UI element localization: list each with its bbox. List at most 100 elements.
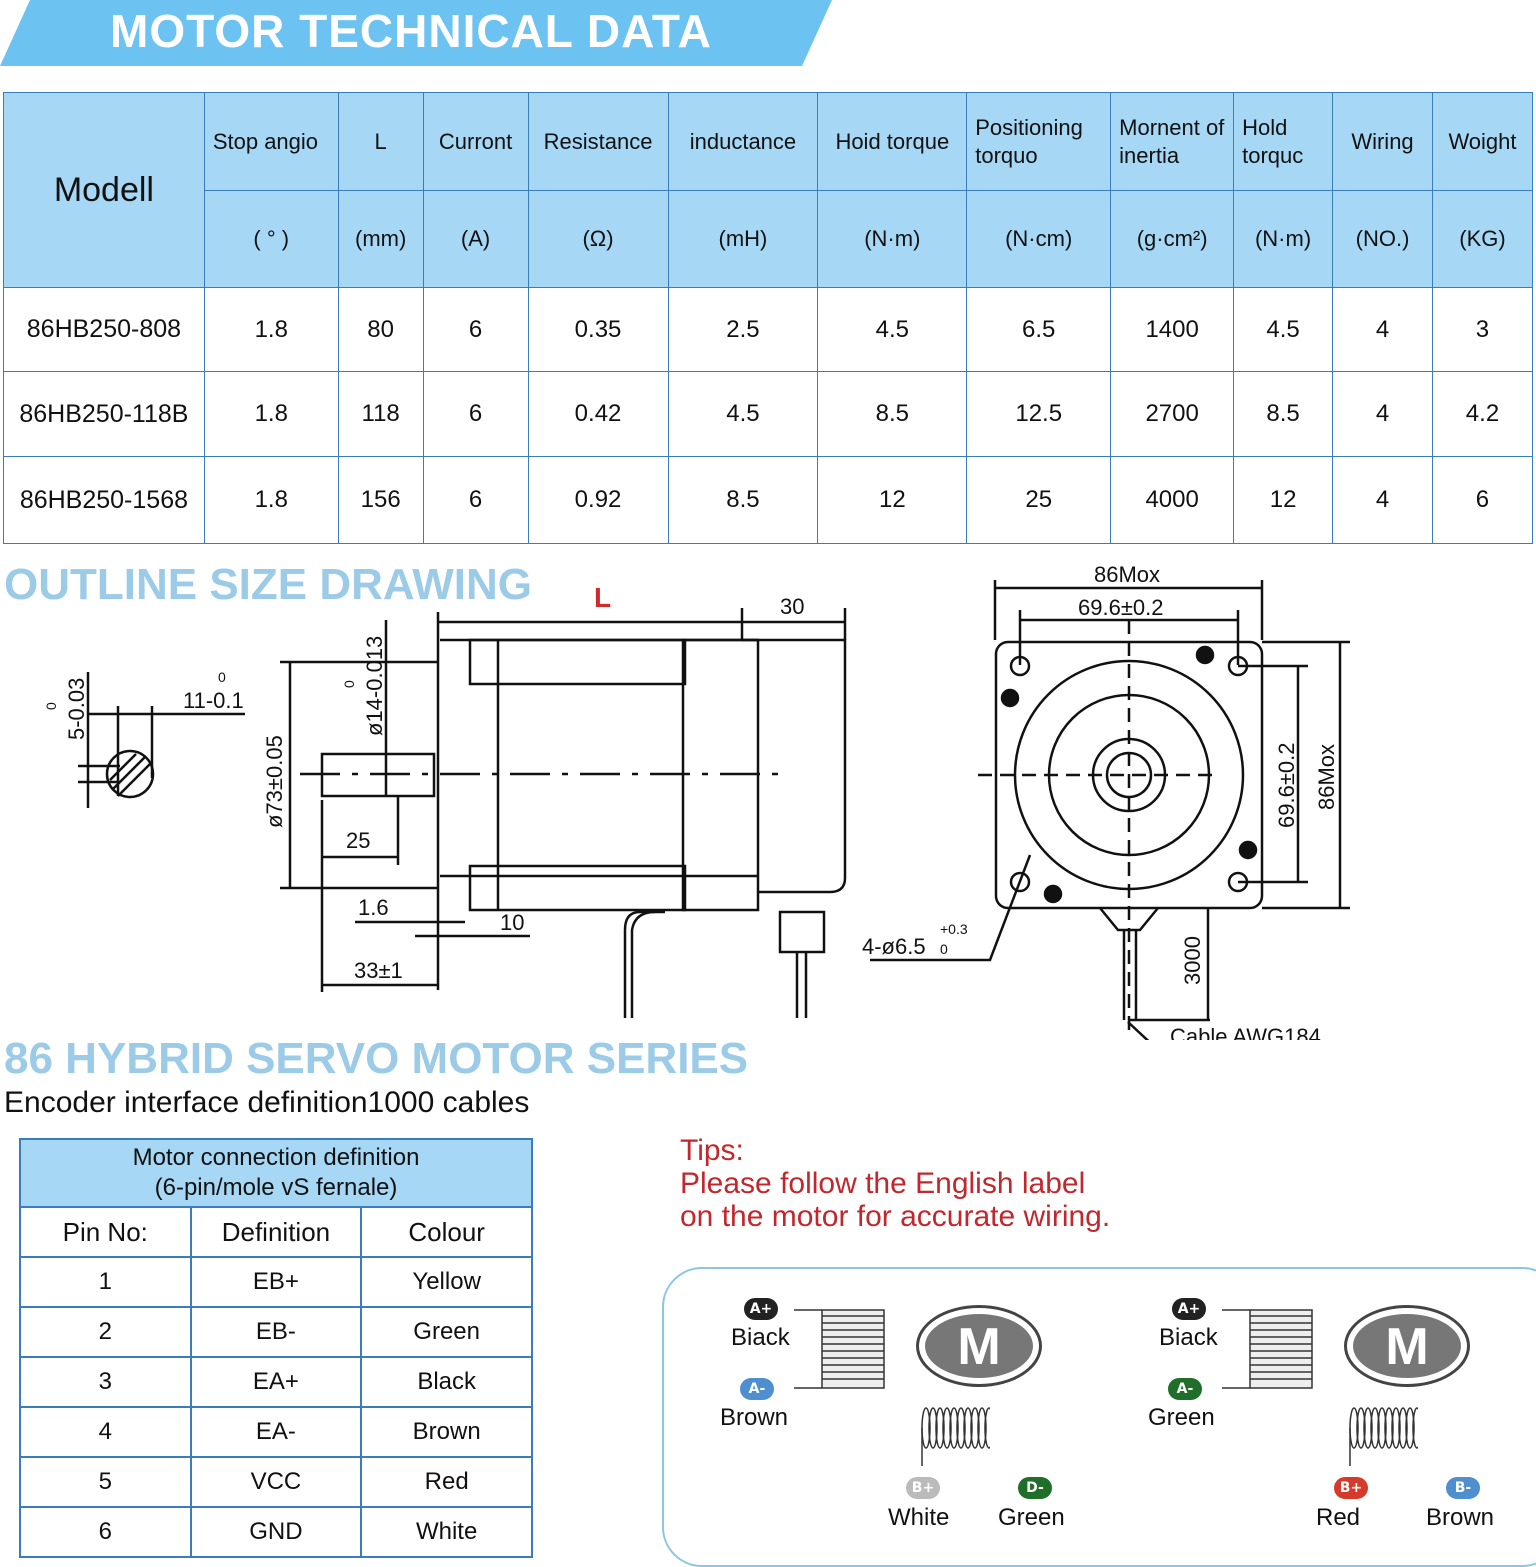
- wire-color-label: Green: [1148, 1404, 1215, 1431]
- unit: (N·m): [1233, 190, 1334, 288]
- col-header: inductance: [667, 92, 819, 191]
- front-view: [870, 580, 1350, 1040]
- value-cell: 2.5: [667, 287, 819, 372]
- spec-header-row: Modell Stop angio L Curront Resistance i…: [3, 92, 1534, 288]
- col-header: L: [337, 92, 424, 191]
- motor-icon: M: [916, 1305, 1042, 1387]
- dim-key-width-tol: 0: [43, 702, 59, 710]
- value-cell: 4: [1332, 287, 1433, 372]
- value-cell: 2700: [1110, 371, 1235, 457]
- pin-cell: EB+: [189, 1256, 363, 1308]
- value-cell: 1.8: [203, 456, 339, 544]
- col-header: Mornent of inertia: [1110, 92, 1235, 191]
- dim-step: 1.6: [358, 895, 389, 920]
- title-banner: [0, 0, 832, 66]
- spec-units-row: ( ° ) (mm) (A) (Ω) (mH) (N·m) (N·cm) (g·…: [4, 190, 1534, 288]
- value-cell: 3: [1431, 287, 1534, 372]
- value-cell: 156: [337, 456, 424, 544]
- value-cell: 25: [966, 456, 1112, 544]
- dim-shaft-dia-tol: 0: [341, 680, 357, 688]
- unit: ( ° ): [203, 190, 339, 288]
- unit: (g·cm²): [1110, 190, 1235, 288]
- col-header: Curront: [422, 92, 529, 191]
- model-cell: 86HB250-1568: [3, 456, 205, 544]
- pin-cell: 6: [19, 1506, 192, 1558]
- col-header: Woight: [1431, 92, 1534, 191]
- series-subtitle: Encoder interface definition1000 cables: [4, 1086, 530, 1119]
- value-cell: 8.5: [667, 456, 819, 544]
- terminal-badge: D-: [1018, 1477, 1052, 1499]
- model-header: Modell: [3, 92, 205, 288]
- value-cell: 6: [422, 371, 529, 457]
- col-header: Hold torquc: [1233, 92, 1334, 191]
- pin-cell: EA-: [189, 1406, 363, 1458]
- value-cell: 0.42: [527, 371, 669, 457]
- unit: (N·m): [817, 190, 968, 288]
- side-view: [280, 608, 847, 1018]
- wire-color-label: Biack: [1159, 1324, 1218, 1351]
- col-header: Definition: [189, 1206, 363, 1258]
- value-cell: 4000: [1110, 456, 1235, 544]
- terminal-badge: B-: [1446, 1477, 1480, 1499]
- dim-key-depth-tol: 0: [218, 669, 226, 685]
- caption-line: Motor connection definition: [132, 1144, 420, 1171]
- pin-table: Motor connection definition (6-pin/mole v…: [19, 1138, 533, 1558]
- value-cell: 8.5: [817, 371, 968, 457]
- col-header: Positioning torquo: [966, 92, 1112, 191]
- unit: (KG): [1431, 190, 1534, 288]
- pin-cell: GND: [189, 1506, 363, 1558]
- pin-cell: 3: [19, 1356, 192, 1408]
- outline-drawing: 11-0.1 0 5-0.03 0 ø73±0.05 ø14-0.013 0 2…: [43, 562, 1350, 1040]
- dim-cable-len: 3000: [1180, 936, 1205, 985]
- pin-cell: Red: [360, 1456, 533, 1508]
- terminal-badge: B+: [906, 1477, 940, 1499]
- pin-cell: White: [360, 1506, 533, 1558]
- pin-cell: Black: [360, 1356, 533, 1408]
- terminal-badge: B+: [1334, 1477, 1368, 1499]
- unit: (NO.): [1332, 190, 1433, 288]
- pin-cell: 5: [19, 1456, 192, 1508]
- dim-key-depth: 11-0.1: [183, 688, 244, 713]
- dim-holes: 4-ø6.5: [862, 934, 926, 959]
- wire-color-label: White: [888, 1504, 950, 1531]
- pin-cell: Yellow: [360, 1256, 533, 1308]
- wire-color-label: Brown: [1426, 1504, 1495, 1531]
- value-cell: 0.35: [527, 287, 669, 372]
- value-cell: 4.2: [1431, 371, 1534, 457]
- length-label: L: [594, 582, 612, 613]
- col-header: Colour: [360, 1206, 533, 1258]
- terminal-badge: A+: [744, 1298, 778, 1320]
- dim-key-width: 5-0.03: [64, 678, 89, 740]
- dim-width-max: 86Mox: [1094, 562, 1160, 587]
- dim-shaft-len: 25: [346, 828, 370, 853]
- col-header: Hoid torque: [817, 92, 968, 191]
- value-cell: 12: [817, 456, 968, 544]
- dim-holes-tol-bot: 0: [940, 941, 948, 957]
- col-header: Wiring: [1332, 92, 1433, 191]
- pin-cell: EA+: [189, 1356, 363, 1408]
- value-cell: 1400: [1110, 287, 1235, 372]
- dim-height-max: 86Mox: [1314, 744, 1339, 810]
- dimension-labels: 11-0.1 0 5-0.03 0 ø73±0.05 ø14-0.013 0 2…: [43, 562, 1339, 1040]
- dim-front-len: 30: [780, 594, 804, 619]
- value-cell: 12: [1233, 456, 1334, 544]
- value-cell: 1.8: [203, 287, 339, 372]
- series-title: 86 HYBRID SERVO MOTOR SERIES: [4, 1034, 749, 1083]
- page-title: MOTOR TECHNICAL DATA: [110, 5, 712, 57]
- caption-line: (6-pin/mole vS fernale): [154, 1174, 398, 1201]
- value-cell: 4.5: [1233, 287, 1334, 372]
- value-cell: 12.5: [966, 371, 1112, 457]
- dim-hole-spacing-v: 69.6±0.2: [1274, 743, 1299, 828]
- value-cell: 80: [337, 287, 424, 372]
- unit: (A): [422, 190, 529, 288]
- value-cell: 6: [422, 287, 529, 372]
- unit: (N·cm): [966, 190, 1112, 288]
- motor-symbol: M: [1353, 1314, 1461, 1378]
